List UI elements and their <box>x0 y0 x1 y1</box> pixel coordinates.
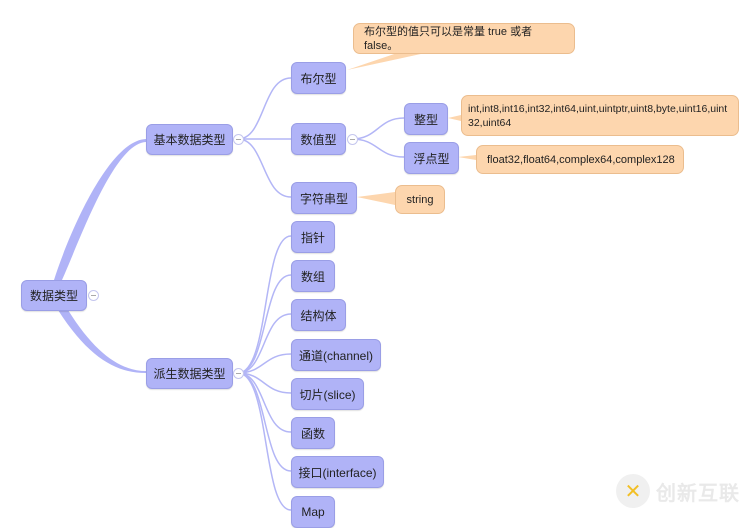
derived-item-label: 切片(slice) <box>299 387 356 402</box>
derived-item-interface[interactable]: 接口(interface) <box>291 456 384 488</box>
string-note: string <box>395 185 445 214</box>
derived-types-node[interactable]: 派生数据类型 <box>146 358 233 389</box>
collapse-derived-toggle-icon[interactable] <box>233 368 244 379</box>
derived-item-label: Map <box>301 505 325 519</box>
integer-note: int,int8,int16,int32,int64,uint,uintptr,… <box>461 95 739 136</box>
derived-item-pointer[interactable]: 指针 <box>291 221 335 253</box>
float-note-text: float32,float64,complex64,complex128 <box>487 153 675 166</box>
numeric-node[interactable]: 数值型 <box>291 123 346 155</box>
root-label: 数据类型 <box>29 289 78 303</box>
collapse-basic-toggle-icon[interactable] <box>233 134 244 145</box>
collapse-root-toggle-icon[interactable] <box>88 290 99 301</box>
bool-node[interactable]: 布尔型 <box>291 62 346 94</box>
bool-label: 布尔型 <box>300 71 337 86</box>
derived-item-array[interactable]: 数组 <box>291 260 335 292</box>
derived-item-map[interactable]: Map <box>291 496 335 528</box>
integer-note-text: int,int8,int16,int32,int64,uint,uintptr,… <box>468 102 728 129</box>
float-node[interactable]: 浮点型 <box>404 142 459 174</box>
watermark: ✕ 创新互联 <box>616 470 746 512</box>
derived-item-label: 函数 <box>300 426 325 441</box>
derived-item-label: 数组 <box>300 269 325 284</box>
derived-item-label: 结构体 <box>300 308 337 323</box>
basic-types-label: 基本数据类型 <box>153 133 226 147</box>
float-label: 浮点型 <box>413 151 450 166</box>
derived-item-slice[interactable]: 切片(slice) <box>291 378 364 410</box>
derived-item-label: 指针 <box>300 230 325 245</box>
derived-item-function[interactable]: 函数 <box>291 417 335 449</box>
derived-types-label: 派生数据类型 <box>153 367 226 381</box>
basic-types-node[interactable]: 基本数据类型 <box>146 124 233 155</box>
float-note: float32,float64,complex64,complex128 <box>476 145 684 174</box>
string-node[interactable]: 字符串型 <box>291 182 357 214</box>
numeric-label: 数值型 <box>300 132 337 147</box>
collapse-numeric-toggle-icon[interactable] <box>347 134 358 145</box>
bool-note: 布尔型的值只可以是常量 true 或者 false。 <box>353 23 575 54</box>
derived-item-channel[interactable]: 通道(channel) <box>291 339 381 371</box>
derived-item-struct[interactable]: 结构体 <box>291 299 346 331</box>
string-label: 字符串型 <box>299 191 348 206</box>
watermark-logo-icon: ✕ <box>616 474 650 508</box>
integer-node[interactable]: 整型 <box>404 103 448 135</box>
string-note-text: string <box>406 193 434 206</box>
root-node[interactable]: 数据类型 <box>21 280 87 311</box>
derived-item-label: 接口(interface) <box>298 465 377 480</box>
derived-item-label: 通道(channel) <box>298 348 374 363</box>
integer-label: 整型 <box>413 112 438 127</box>
watermark-text: 创新互联 <box>656 482 740 505</box>
bool-note-text: 布尔型的值只可以是常量 true 或者 false。 <box>364 25 533 52</box>
